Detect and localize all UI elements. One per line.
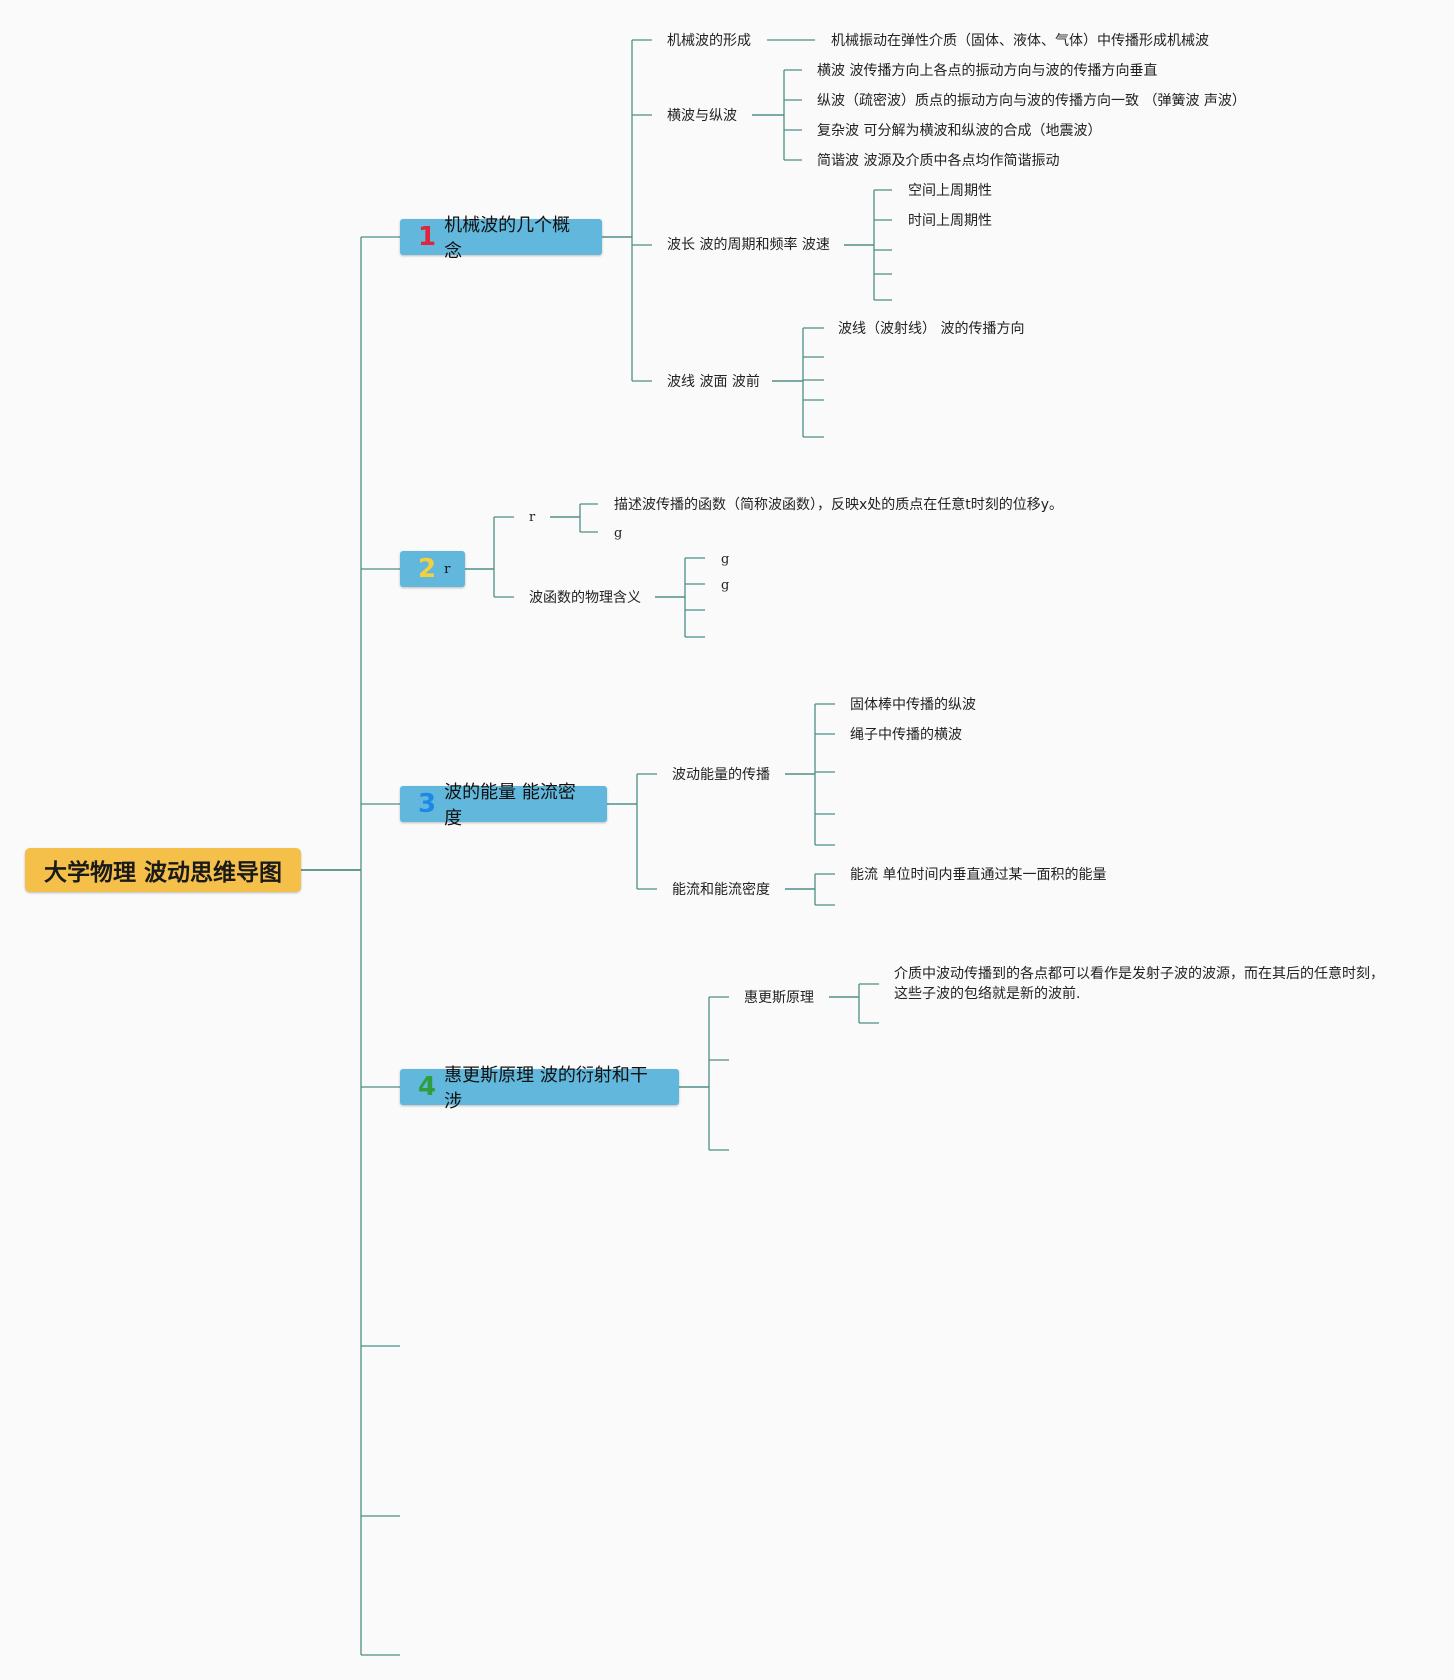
subtopic-wavefront[interactable]: 波线 波面 波前 — [667, 374, 760, 390]
topic-1-label: 机械波的几个概念 — [444, 215, 571, 262]
topic-1-number: 1 — [418, 222, 437, 252]
topic-3-label: 波的能量 能流密度 — [444, 782, 576, 829]
topic-3-number: 3 — [418, 789, 437, 819]
topic-4[interactable]: 4 惠更斯原理 波的衍射和干涉 — [400, 1065, 679, 1112]
topic-3[interactable]: 3 波的能量 能流密度 — [400, 782, 607, 829]
subtopic-energy-propagation[interactable]: 波动能量的传播 — [672, 767, 770, 783]
harmonic-wave-item[interactable]: 简谐波 波源及介质中各点均作简谐振动 — [817, 153, 1060, 169]
subtopic-wave-function-meaning[interactable]: 波函数的物理含义 — [529, 590, 641, 606]
subtopic-transverse-longitudinal[interactable]: 横波与纵波 — [667, 108, 737, 124]
wave-ray-item[interactable]: 波线（波射线） 波的传播方向 — [838, 321, 1025, 337]
subtopic-wavelength[interactable]: 波长 波的周期和频率 波速 — [667, 237, 830, 253]
transverse-wave-item[interactable]: 横波 波传播方向上各点的振动方向与波的传播方向垂直 — [817, 63, 1158, 79]
rope-wave-item[interactable]: 绳子中传播的横波 — [850, 727, 962, 743]
spatial-periodicity-item[interactable]: 空间上周期性 — [908, 183, 992, 199]
topic-1[interactable]: 1 机械波的几个概念 — [400, 215, 602, 262]
meaning-item-g-1[interactable]: g — [721, 552, 730, 567]
topic-2-number: 2 — [418, 554, 437, 584]
complex-wave-item[interactable]: 复杂波 可分解为横波和纵波的合成（地震波） — [817, 123, 1102, 139]
temporal-periodicity-item[interactable]: 时间上周期性 — [908, 213, 992, 229]
topic-4-number: 4 — [418, 1072, 437, 1102]
root-node[interactable]: 大学物理 波动思维导图 — [25, 848, 301, 892]
subtopic-energy-flux[interactable]: 能流和能流密度 — [672, 882, 770, 898]
solid-rod-wave-item[interactable]: 固体棒中传播的纵波 — [850, 697, 976, 713]
subtopic-r[interactable]: r — [529, 510, 536, 525]
huygens-detail-line-1[interactable]: 介质中波动传播到的各点都可以看作是发射子波的波源，而在其后的任意时刻， — [894, 966, 1384, 982]
formation-detail[interactable]: 机械振动在弹性介质（固体、液体、气体）中传播形成机械波 — [831, 33, 1209, 49]
topic-2-label: r — [444, 561, 451, 577]
subtopic-formation[interactable]: 机械波的形成 — [667, 33, 751, 49]
energy-flux-item[interactable]: 能流 单位时间内垂直通过某一面积的能量 — [850, 867, 1107, 883]
wave-function-description[interactable]: 描述波传播的函数（简称波函数），反映x处的质点在任意t时刻的位移y。 — [614, 497, 1064, 513]
longitudinal-wave-item[interactable]: 纵波（疏密波）质点的振动方向与波的传播方向一致 （弹簧波 声波） — [817, 93, 1246, 109]
subtopic-huygens[interactable]: 惠更斯原理 — [744, 990, 814, 1006]
huygens-detail-line-2[interactable]: 这些子波的包络就是新的波前. — [894, 986, 1081, 1002]
topic-4-label: 惠更斯原理 波的衍射和干涉 — [444, 1065, 648, 1112]
sub-r-item-g[interactable]: g — [614, 526, 623, 541]
topic-2[interactable]: 2 r — [400, 551, 465, 587]
meaning-item-g-2[interactable]: g — [721, 578, 730, 593]
